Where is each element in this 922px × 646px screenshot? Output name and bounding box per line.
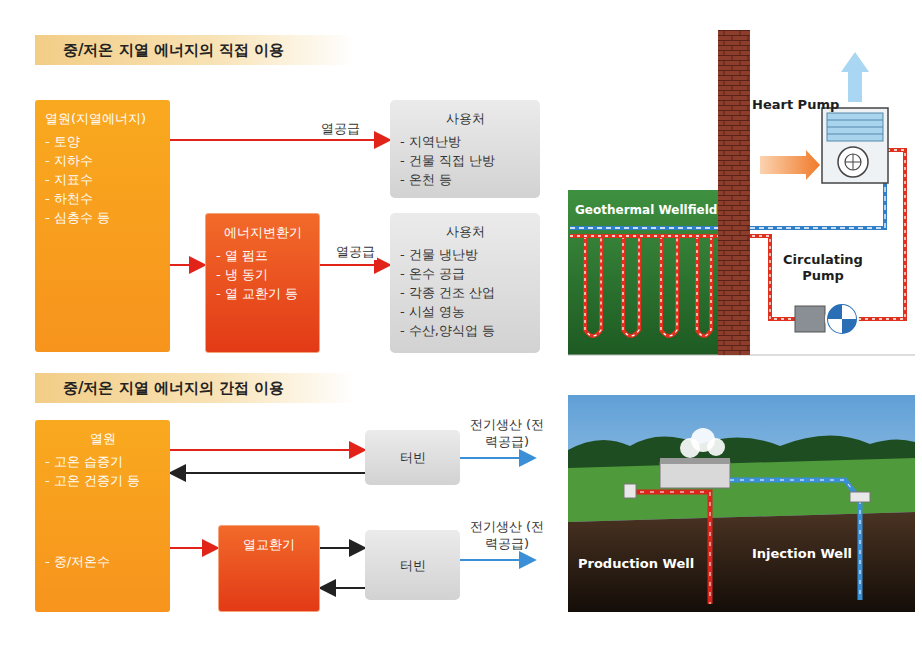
list-item: - 지역난방 — [400, 132, 530, 151]
flow-arrow — [170, 547, 218, 549]
flow-arrow — [170, 264, 205, 266]
list-item: - 시설 영농 — [400, 302, 530, 321]
output-label: 전기생산 (전력공급) — [465, 416, 549, 450]
list-item: - 심층수 등 — [45, 208, 160, 227]
turbine-box: 터빈 — [365, 530, 460, 600]
box-heading: 에너지변환기 — [216, 223, 309, 242]
flow-arrow — [320, 264, 390, 266]
illustration-label: Production Well — [578, 556, 694, 572]
box-heading: 터빈 — [375, 448, 450, 467]
flow-arrow — [170, 472, 365, 474]
list-item: - 지표수 — [45, 170, 160, 189]
illustration-label: Geothermal Wellfield — [575, 203, 717, 218]
list-item: - 토양 — [45, 132, 160, 151]
heat-source-box: 열원 - 고온 습증기- 고온 건증기 등 - 중/저온수 — [35, 420, 170, 612]
output-label: 전기생산 (전력공급) — [465, 518, 549, 552]
converter-box: 에너지변환기 - 열 펌프- 냉 동기- 열 교환기 등 — [205, 213, 320, 353]
edge-label: 열공급 — [334, 243, 377, 260]
list-item: - 열 교환기 등 — [216, 284, 309, 303]
box-heading: 열원 — [45, 429, 160, 448]
flow-arrow — [170, 139, 390, 141]
box-heading: 사용처 — [400, 222, 530, 241]
section-heading: 중/저온 지열 에너지의 직접 이용 — [35, 35, 355, 65]
edge-label: 열공급 — [319, 120, 362, 137]
section-heading: 중/저온 지열 에너지의 간접 이용 — [35, 373, 355, 403]
list-item: - 하천수 — [45, 189, 160, 208]
illustration-label: Heart Pump — [752, 97, 839, 113]
turbine-box: 터빈 — [365, 430, 460, 485]
flow-arrow — [170, 449, 365, 451]
illustration-label: Injection Well — [752, 546, 852, 562]
box-heading: 터빈 — [375, 556, 450, 575]
heat-source-box: 열원(지열에너지) - 토양- 지하수- 지표수- 하천수- 심층수 등 — [35, 100, 170, 352]
list-item: - 중/저온수 — [45, 552, 160, 571]
list-item: - 각종 건조 산업 — [400, 283, 530, 302]
list-item: - 수산,양식업 등 — [400, 321, 530, 340]
illustration-label: Circulating Pump — [781, 252, 865, 284]
list-item: - 열 펌프 — [216, 246, 309, 265]
flow-arrow — [320, 587, 365, 589]
list-item: - 온천 등 — [400, 170, 530, 189]
flow-arrow — [320, 547, 365, 549]
list-item: - 냉 동기 — [216, 265, 309, 284]
box-heading: 열원(지열에너지) — [45, 109, 160, 128]
heat-exchanger-box: 열교환기 — [218, 525, 320, 612]
box-heading: 사용처 — [400, 109, 530, 128]
list-item: - 건물 직접 난방 — [400, 151, 530, 170]
list-item: - 온수 공급 — [400, 264, 530, 283]
list-item: - 고온 습증기 — [45, 452, 160, 471]
list-item: - 지하수 — [45, 151, 160, 170]
list-item: - 건물 냉난방 — [400, 245, 530, 264]
usage-box: 사용처 - 지역난방- 건물 직접 난방- 온천 등 — [390, 100, 540, 198]
usage-box: 사용처 - 건물 냉난방- 온수 공급- 각종 건조 산업- 시설 영농- 수산,… — [390, 213, 540, 353]
box-heading: 열교환기 — [229, 535, 309, 554]
list-item: - 고온 건증기 등 — [45, 471, 160, 490]
